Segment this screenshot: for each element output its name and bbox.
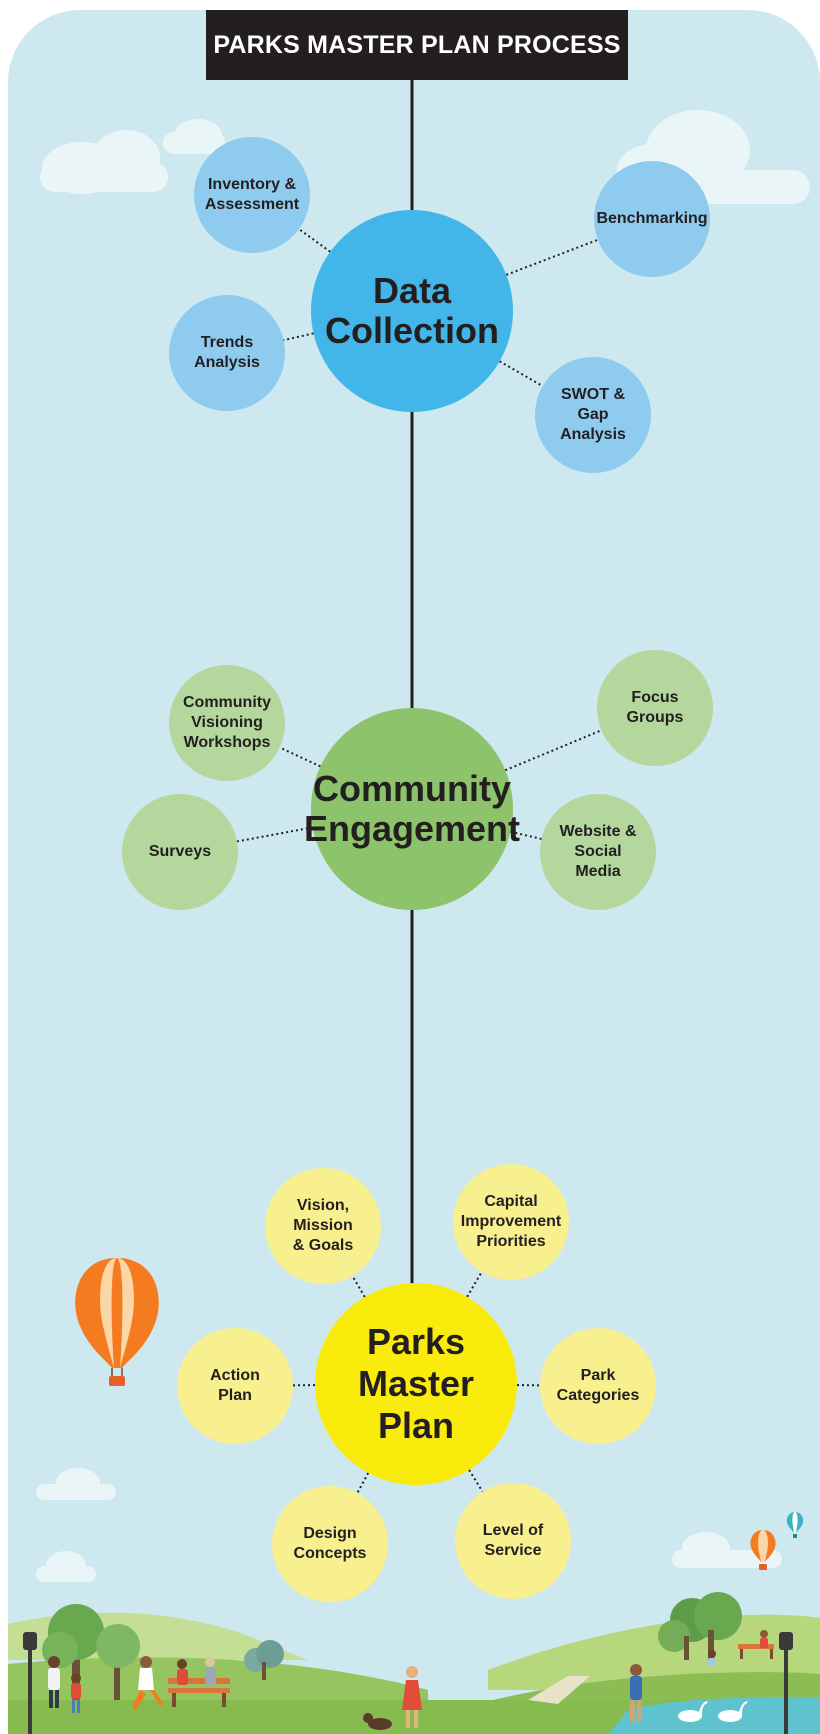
connector-stage-3-node-2 (466, 1271, 483, 1298)
connector-stage-3-node-6 (468, 1469, 484, 1493)
cloud-top-left (40, 119, 225, 194)
node-swot-gap-analysis: SWOT & Gap Analysis (535, 357, 651, 473)
connector-stage-2-node-3 (504, 729, 602, 772)
node-focus-groups: Focus Groups (597, 650, 713, 766)
people (48, 1630, 768, 1730)
node-park-categories: Park Categories (540, 1328, 656, 1444)
node-community-visioning-workshops: Community Visioning Workshops (169, 665, 285, 781)
cloud-small-left (36, 1468, 116, 1582)
connector-stage-1-node-2 (283, 332, 314, 342)
node-design-concepts: Design Concepts (272, 1486, 388, 1602)
lamp-posts (23, 1632, 793, 1734)
connector-stage-3-node-5 (356, 1472, 370, 1494)
connector-stage-2-node-4 (510, 830, 542, 840)
node-action-plan: Action Plan (177, 1328, 293, 1444)
node-vision-mission-goals: Vision, Mission & Goals (265, 1168, 381, 1284)
node-surveys: Surveys (122, 794, 238, 910)
hot-air-balloon-large (75, 1258, 159, 1386)
node-level-of-service: Level of Service (455, 1483, 571, 1599)
node-benchmarking: Benchmarking (594, 161, 710, 277)
node-website-social-media: Website & Social Media (540, 794, 656, 910)
connector-stage-2-node-2 (236, 826, 313, 843)
hub-data-collection: Data Collection (311, 210, 513, 412)
hub-parks-master-plan: Parks Master Plan (315, 1283, 517, 1485)
node-trends-analysis: Trends Analysis (169, 295, 285, 411)
connector-stage-3-node-1 (351, 1275, 366, 1298)
hub-community-engagement: Community Engagement (304, 708, 520, 910)
swans (678, 1701, 748, 1722)
connector-stage-2-node-1 (279, 746, 321, 768)
node-capital-improvement-priorities: Capital Improvement Priorities (453, 1164, 569, 1280)
node-inventory-assessment: Inventory & Assessment (194, 137, 310, 253)
connector-stage-1-node-1 (298, 228, 331, 253)
page-title: PARKS MASTER PLAN PROCESS (206, 10, 628, 80)
connector-stage-1-node-3 (505, 238, 599, 276)
connector-stage-1-node-4 (499, 360, 544, 387)
park-benches (168, 1644, 774, 1707)
cloud-bottom-right (672, 1532, 782, 1568)
hot-air-balloons-small (750, 1512, 804, 1570)
